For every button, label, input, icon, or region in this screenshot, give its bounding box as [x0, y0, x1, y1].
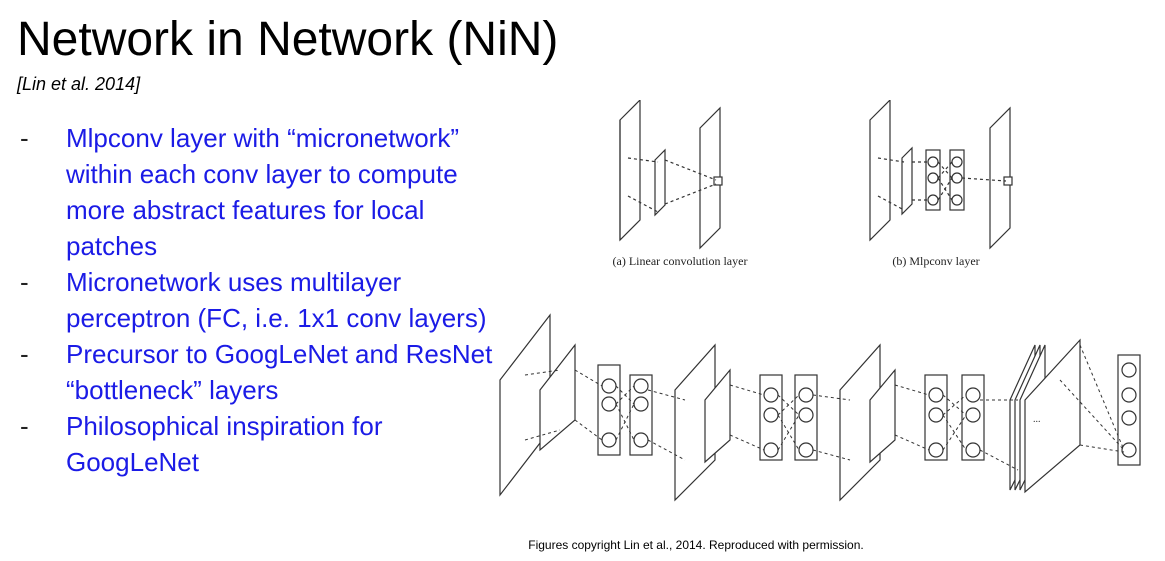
figure-copyright: Figures copyright Lin et al., 2014. Repr… — [528, 538, 864, 552]
bullet-marker: - — [20, 411, 29, 441]
bullet-item: - Philosophical inspiration for GoogLeNe… — [20, 408, 510, 480]
slide-title: Network in Network (NiN) — [17, 13, 559, 66]
bullet-item: - Mlpconv layer with “micronetwork” with… — [20, 120, 510, 264]
bullet-marker: - — [20, 123, 29, 153]
figure-caption-a: (a) Linear convolution layer — [613, 254, 748, 268]
nin-figure: ... (a) Linear convolution layer (b) Mlp… — [499, 100, 1141, 502]
mlpconv-diagram — [869, 100, 1013, 250]
nin-network-diagram: ... — [499, 313, 1141, 502]
bullet-text: Mlpconv layer with “micronetwork” within… — [66, 123, 459, 261]
bullet-text: Precursor to GoogLeNet and ResNet “bottl… — [66, 339, 493, 405]
citation: [Lin et al. 2014] — [17, 74, 141, 94]
bullet-text: Micronetwork uses multilayer perceptron … — [66, 267, 487, 333]
bullet-list: - Mlpconv layer with “micronetwork” with… — [20, 120, 510, 480]
bullet-marker: - — [20, 267, 29, 297]
linear-conv-diagram — [619, 100, 723, 250]
bullet-text: Philosophical inspiration for GoogLeNet — [66, 411, 383, 477]
bullet-item: - Precursor to GoogLeNet and ResNet “bot… — [20, 336, 510, 408]
bullet-item: - Micronetwork uses multilayer perceptro… — [20, 264, 510, 336]
bullet-marker: - — [20, 339, 29, 369]
svg-text:...: ... — [1033, 414, 1041, 425]
figure-caption-b: (b) Mlpconv layer — [892, 254, 979, 268]
